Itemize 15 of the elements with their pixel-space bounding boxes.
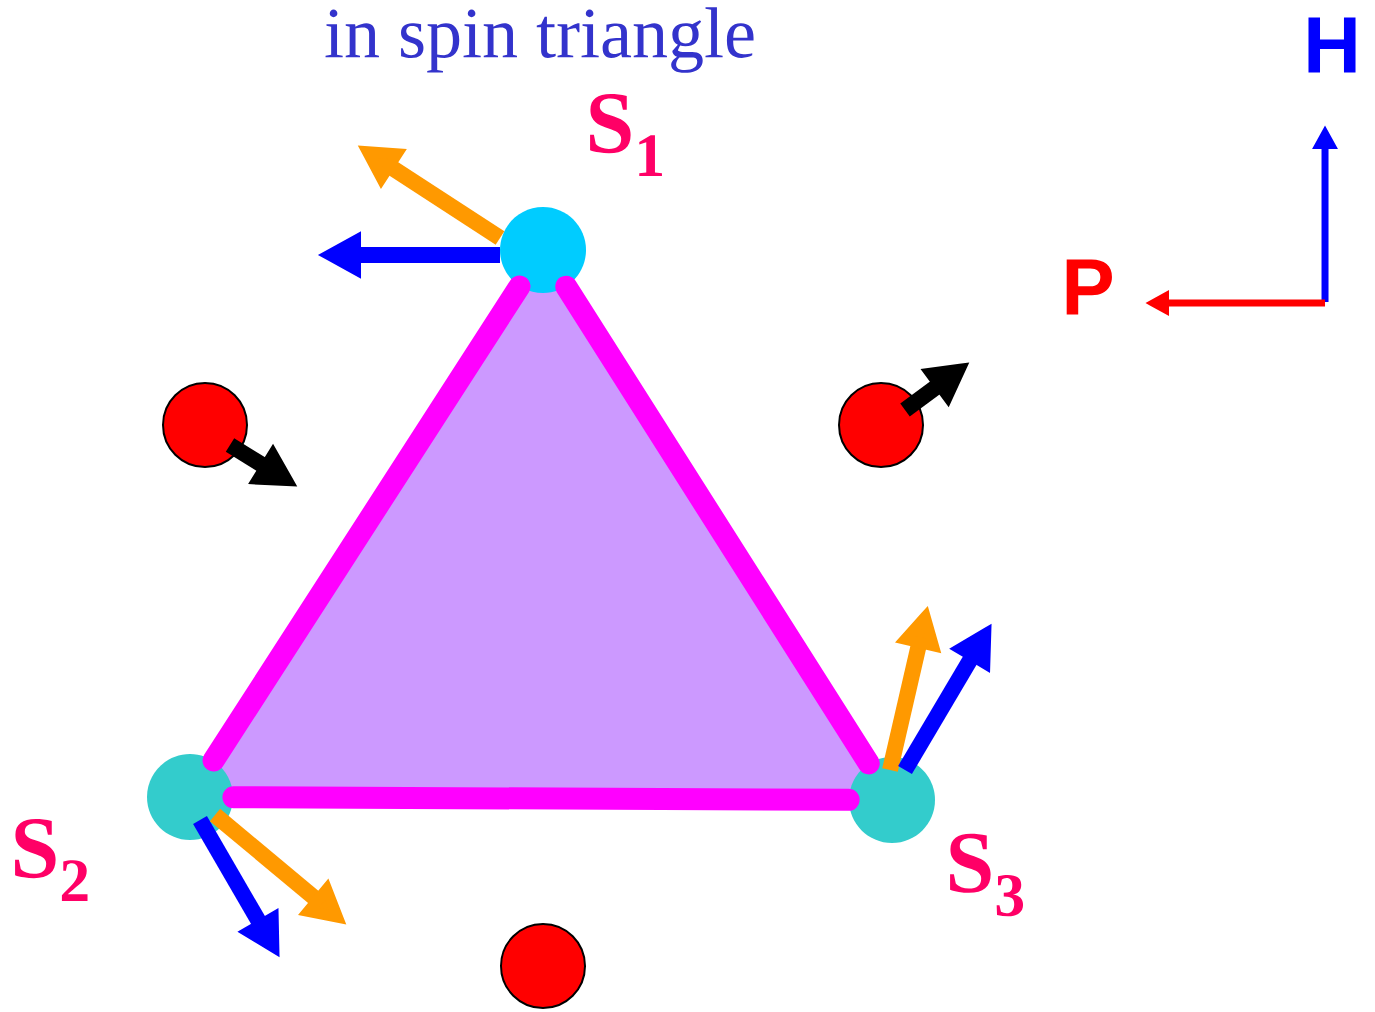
ion-dot bbox=[838, 382, 924, 468]
title: in spin triangle bbox=[325, 7, 754, 73]
ion-dot bbox=[162, 382, 248, 468]
spin-site bbox=[849, 757, 935, 843]
spin-label: S$_{3}$ bbox=[950, 833, 1024, 917]
spin-label: S$_{2}$ bbox=[15, 819, 88, 901]
spin-site bbox=[147, 754, 233, 840]
ion-dot bbox=[500, 923, 586, 1009]
spin-site bbox=[500, 207, 586, 293]
axis-label: H bbox=[1308, 17, 1356, 73]
axis-label: P bbox=[1066, 259, 1112, 315]
triangle-side bbox=[202, 275, 531, 772]
triangle-side bbox=[555, 275, 880, 775]
triangle-side bbox=[222, 786, 860, 811]
spin-label: S$_{1}$ bbox=[590, 94, 662, 176]
